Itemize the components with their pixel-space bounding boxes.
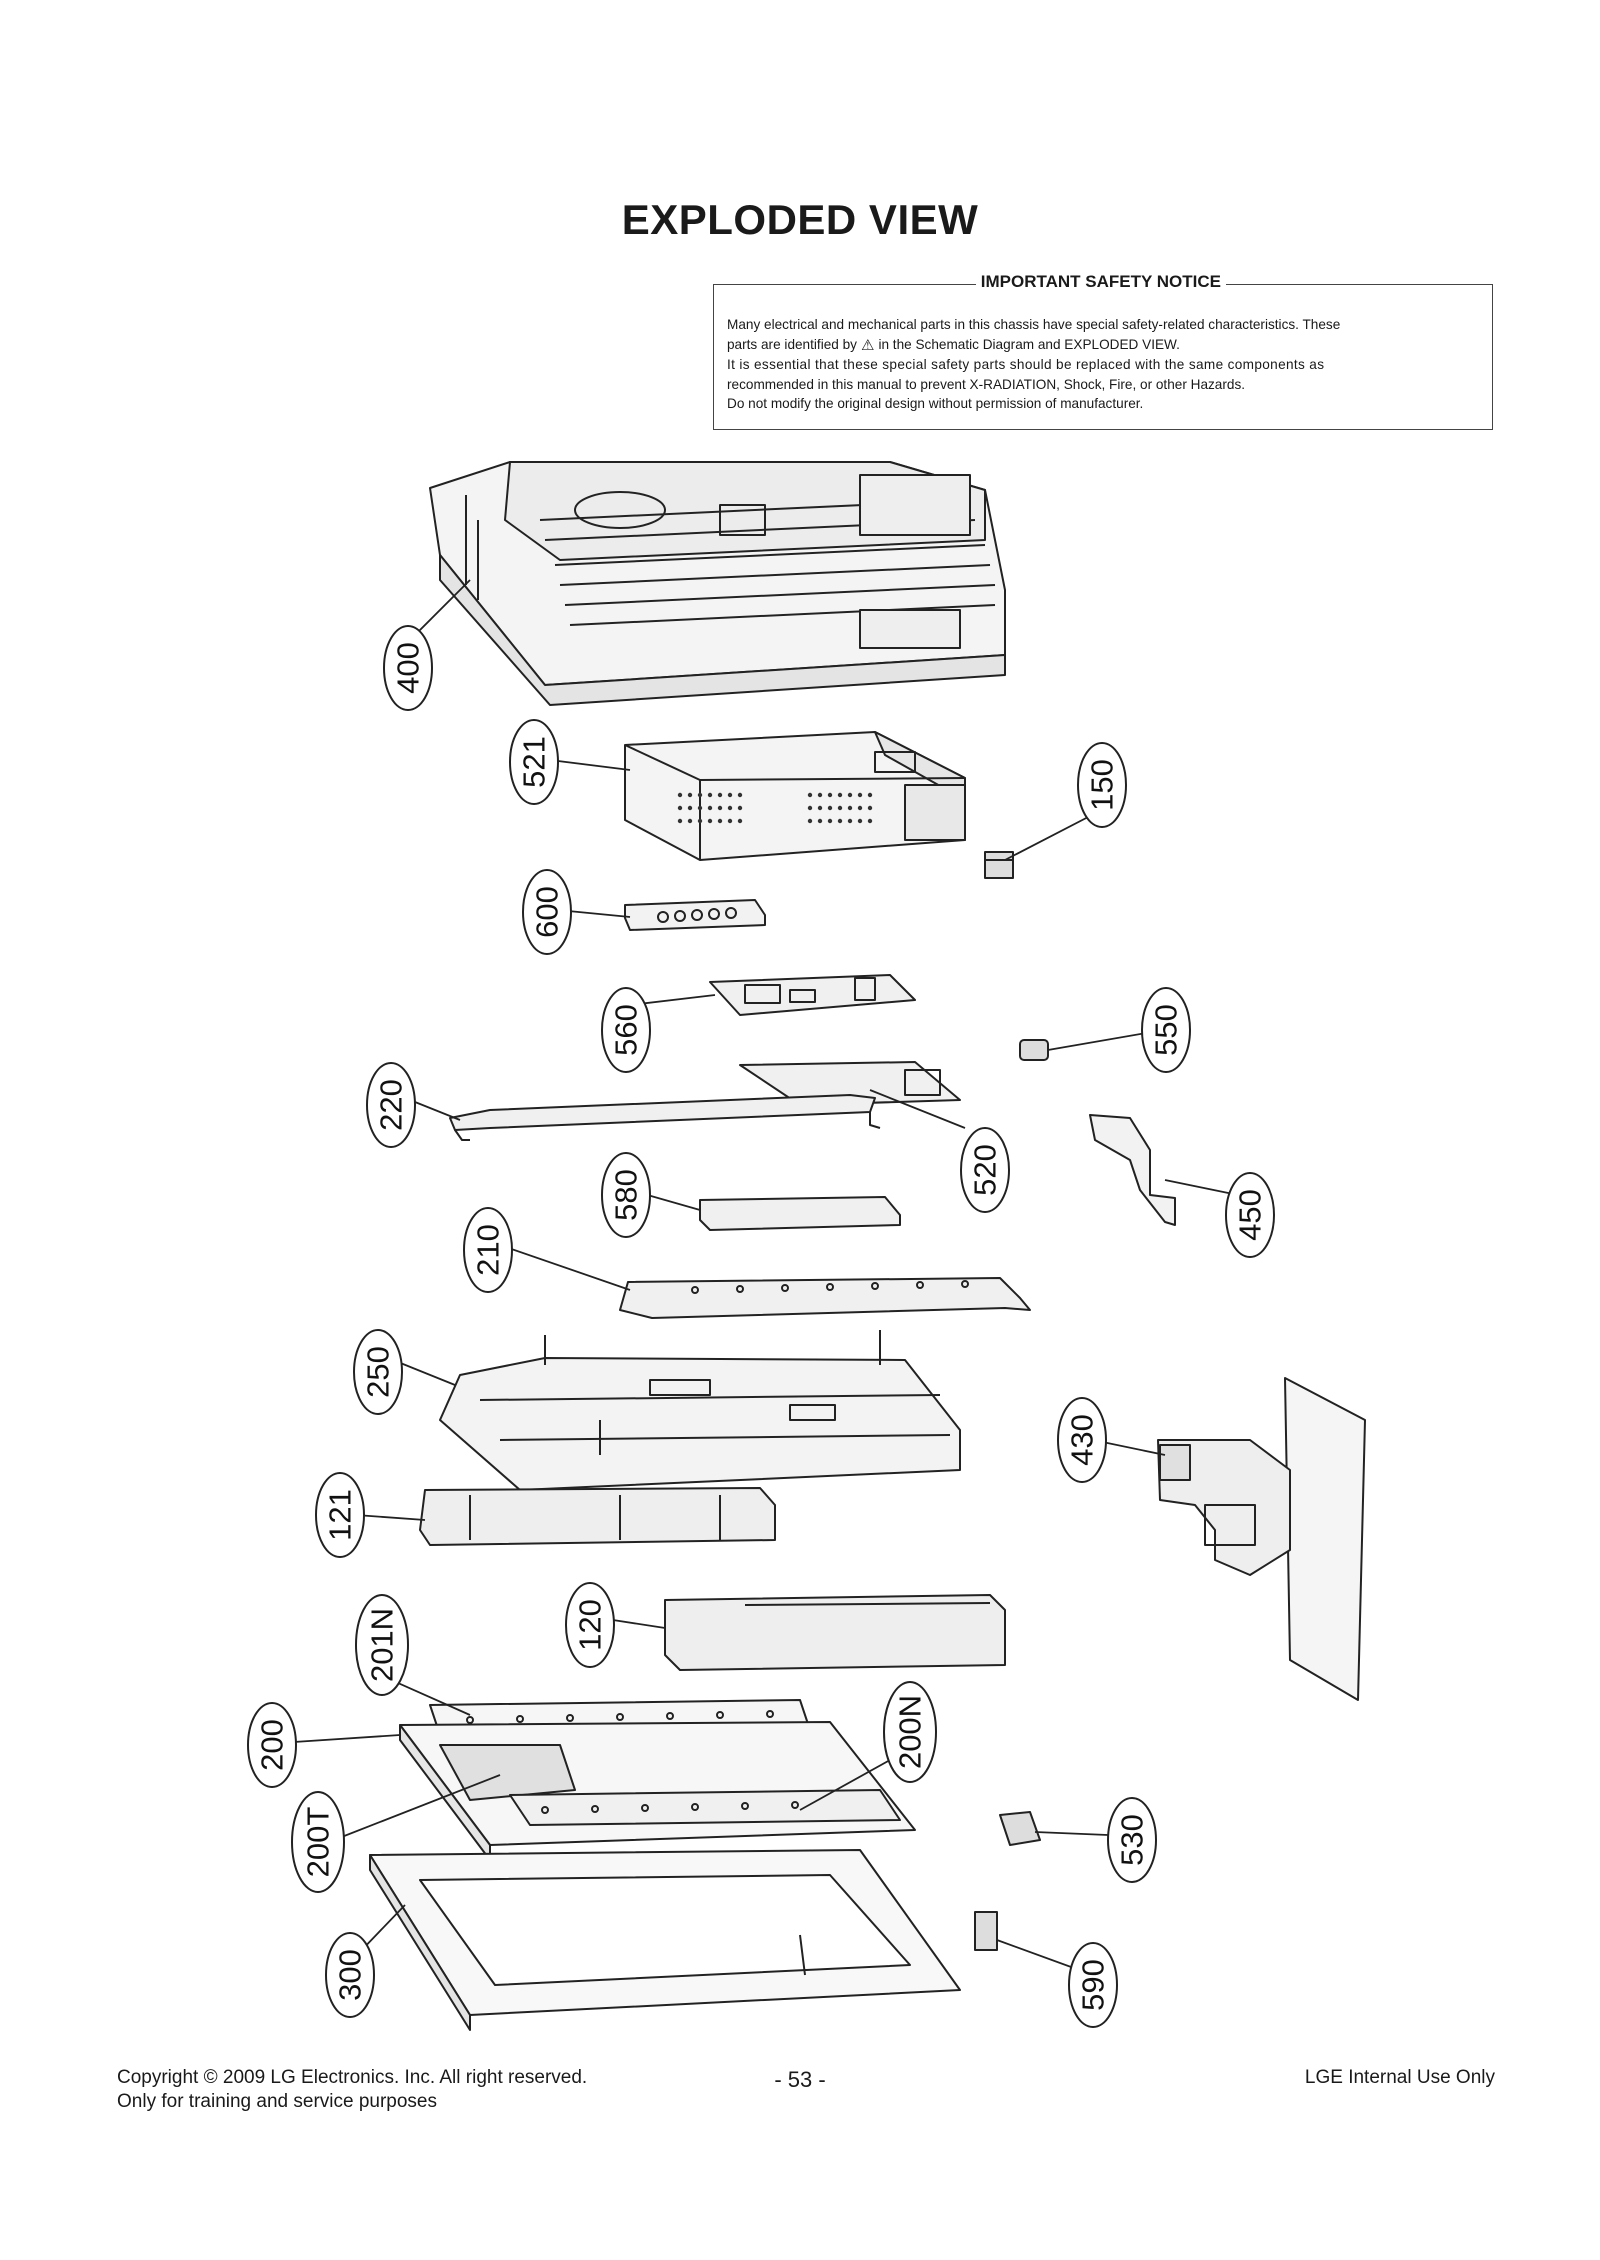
callout-label-201N: 201N	[365, 1608, 400, 1682]
footer-internal-use: LGE Internal Use Only	[1304, 2067, 1495, 2088]
safety-notice-body: Many electrical and mechanical parts in …	[727, 315, 1479, 414]
callout-ellipses	[247, 625, 1275, 2028]
callout-label-200: 200	[255, 1719, 290, 1771]
part-bracket-450	[1089, 1114, 1176, 1226]
footer-copyright-line-2: Only for training and service purposes	[117, 2091, 437, 2112]
callout-ellipse-400	[383, 625, 433, 711]
callout-ellipse-200	[247, 1702, 297, 1788]
callout-ellipse-300	[325, 1932, 375, 2018]
notice-line-2-before: parts are identified by	[727, 336, 857, 352]
notice-line-4: recommended in this manual to prevent X-…	[727, 376, 1246, 392]
part-power-board	[739, 1061, 961, 1106]
callout-ellipse-590	[1068, 1942, 1118, 2028]
callout-ellipse-530	[1107, 1797, 1157, 1883]
callout-label-560: 560	[609, 1004, 644, 1056]
callout-label-530: 530	[1115, 1814, 1150, 1866]
callout-ellipse-200N	[883, 1681, 937, 1783]
part-jack-bracket	[624, 899, 766, 931]
part-front-bezel	[369, 1849, 961, 2031]
safety-notice-title: IMPORTANT SAFETY NOTICE	[975, 272, 1226, 292]
footer-copyright: Copyright © 2009 LG Electronics. Inc. Al…	[117, 2066, 587, 2114]
callout-ellipse-120	[565, 1582, 615, 1668]
notice-line-1: Many electrical and mechanical parts in …	[727, 317, 1341, 332]
callout-ellipse-200T	[291, 1791, 345, 1893]
part-main-pcb	[709, 974, 916, 1016]
callout-label-580: 580	[609, 1169, 644, 1221]
part-rail-210	[619, 1277, 1031, 1319]
callout-label-590: 590	[1076, 1959, 1111, 2011]
callout-label-210: 210	[471, 1224, 506, 1276]
footer-copyright-line-1: Copyright © 2009 LG Electronics. Inc. Al…	[117, 2067, 588, 2088]
notice-line-2: parts are identified by⚠in the Schematic…	[727, 335, 1479, 356]
callout-ellipse-121	[315, 1472, 365, 1558]
page-title: EXPLODED VIEW	[621, 196, 979, 243]
notice-line-5: Do not modify the original design withou…	[727, 396, 1144, 411]
part-back-cover	[429, 461, 1006, 706]
callout-ellipse-220	[366, 1062, 416, 1148]
callout-ellipse-450	[1225, 1172, 1275, 1258]
callout-label-300: 300	[333, 1949, 368, 2001]
callout-label-220: 220	[374, 1079, 409, 1131]
part-rail-220	[449, 1094, 881, 1141]
part-sheet-200N	[509, 1789, 901, 1826]
callout-ellipse-201N	[355, 1594, 409, 1696]
part-module-580	[699, 1196, 901, 1231]
safety-notice-box: IMPORTANT SAFETY NOTICE Many electrical …	[713, 272, 1493, 430]
callout-ellipse-600	[522, 869, 572, 955]
part-speaker-121	[419, 1487, 776, 1546]
part-shield-cover	[624, 731, 966, 861]
callout-ellipse-560	[601, 987, 651, 1073]
part-speaker-120	[664, 1594, 1006, 1671]
part-connector	[984, 851, 1014, 879]
part-stand	[1157, 1377, 1366, 1701]
callout-label-200N: 200N	[893, 1695, 928, 1769]
callout-label-430: 430	[1065, 1414, 1100, 1466]
callout-ellipse-430	[1057, 1397, 1107, 1483]
callout-label-520: 520	[968, 1144, 1003, 1196]
callout-label-550: 550	[1149, 1004, 1184, 1056]
callout-label-150: 150	[1085, 759, 1120, 811]
warning-triangle-icon: ⚠	[860, 336, 875, 354]
callout-ellipse-580	[601, 1152, 651, 1238]
callout-label-521: 521	[517, 736, 552, 788]
callout-ellipse-550	[1141, 987, 1191, 1073]
callout-label-121: 121	[323, 1489, 358, 1541]
callout-label-600: 600	[530, 886, 565, 938]
callout-label-200T: 200T	[301, 1807, 336, 1878]
callout-ellipse-520	[960, 1127, 1010, 1213]
part-ferrite-core	[1019, 1039, 1049, 1061]
footer-page-number: - 53 -	[774, 2067, 826, 2092]
callout-ellipse-250	[353, 1329, 403, 1415]
notice-line-2-after: in the Schematic Diagram and EXPLODED VI…	[878, 336, 1180, 352]
callout-label-450: 450	[1233, 1189, 1268, 1241]
callout-labels: 400 521 150 600 560 550 220 520 450 580 …	[255, 642, 1268, 2011]
notice-line-3: It is essential that these special safet…	[727, 357, 1325, 372]
callout-label-400: 400	[391, 642, 426, 694]
part-main-frame	[439, 1330, 961, 1491]
callout-ellipse-521	[509, 719, 559, 805]
callout-label-120: 120	[573, 1599, 608, 1651]
part-ir-board	[999, 1811, 1041, 1846]
part-side-key	[974, 1911, 998, 1951]
shield-vent-holes	[677, 792, 873, 824]
callout-label-250: 250	[361, 1346, 396, 1398]
callout-ellipse-150	[1077, 742, 1127, 828]
callout-ellipse-210	[463, 1207, 513, 1293]
